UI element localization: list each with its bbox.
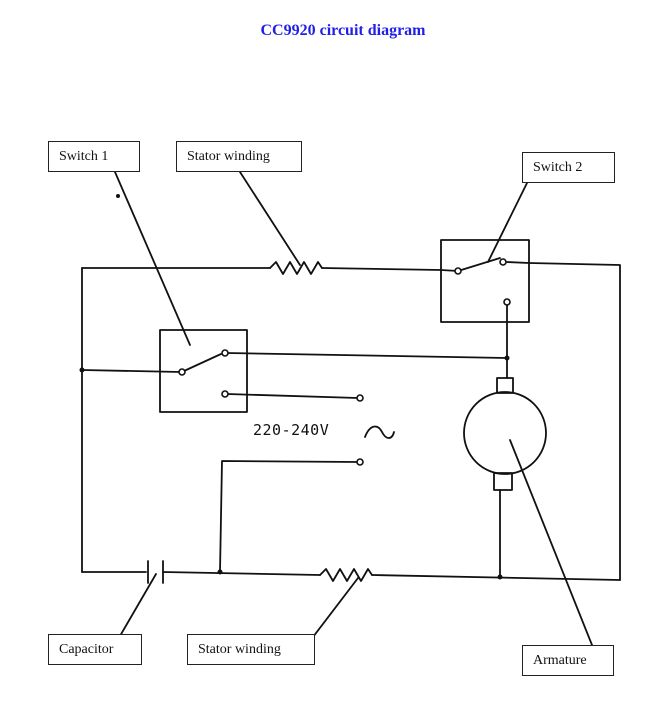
switch2-box — [440, 239, 530, 323]
pointer-stator-bottom — [312, 577, 359, 638]
switch1-terminal-lower — [221, 390, 229, 398]
wire-bottom-mid — [162, 571, 321, 576]
label-stator-winding-bottom: Stator winding — [187, 634, 315, 665]
switch2-lead-right — [506, 261, 530, 264]
armature-brush-top — [496, 377, 514, 394]
label-switch2: Switch 2 — [522, 152, 615, 183]
label-armature: Armature — [522, 645, 614, 676]
junction-supply — [217, 569, 223, 575]
switch1-terminal-pivot — [178, 368, 186, 376]
supply-terminal-lower — [356, 458, 364, 466]
label-stator-winding-top: Stator winding — [176, 141, 302, 172]
switch1-upper-out — [226, 352, 508, 359]
pointer-armature — [509, 439, 593, 646]
junction-left — [79, 367, 85, 373]
voltage-label: 220-240V — [253, 421, 330, 439]
page-title: CC9920 circuit diagram — [260, 22, 426, 39]
armature-brush-bottom — [493, 472, 513, 491]
stator-winding-top — [269, 261, 323, 275]
supply-line — [219, 460, 359, 573]
junction-armature — [504, 355, 510, 361]
switch2-terminal-bottom — [503, 298, 511, 306]
switch1-lower-out — [226, 393, 359, 399]
wire-top-right — [321, 267, 442, 271]
junction-bottom-right — [497, 574, 503, 580]
switch1-terminal-upper — [221, 349, 229, 357]
pointer-stator-top — [239, 171, 301, 266]
ac-symbol — [364, 425, 395, 439]
armature-motor — [463, 391, 547, 475]
wire-bottom-right — [371, 574, 621, 581]
switch1-lead-left — [81, 369, 182, 373]
pointer-switch2 — [487, 182, 528, 263]
switch1-blade — [183, 353, 222, 372]
wire-right-top — [528, 262, 621, 581]
switch2-blade — [457, 257, 501, 272]
pointer-switch1 — [114, 171, 191, 346]
label-switch1: Switch 1 — [48, 141, 140, 172]
switch2-terminal-left — [454, 267, 462, 275]
supply-terminal-upper — [356, 394, 364, 402]
speck — [116, 194, 120, 198]
switch2-terminal-right — [499, 258, 507, 266]
pointer-capacitor — [119, 573, 157, 637]
label-capacitor: Capacitor — [48, 634, 142, 665]
stator-winding-bottom — [319, 568, 373, 582]
